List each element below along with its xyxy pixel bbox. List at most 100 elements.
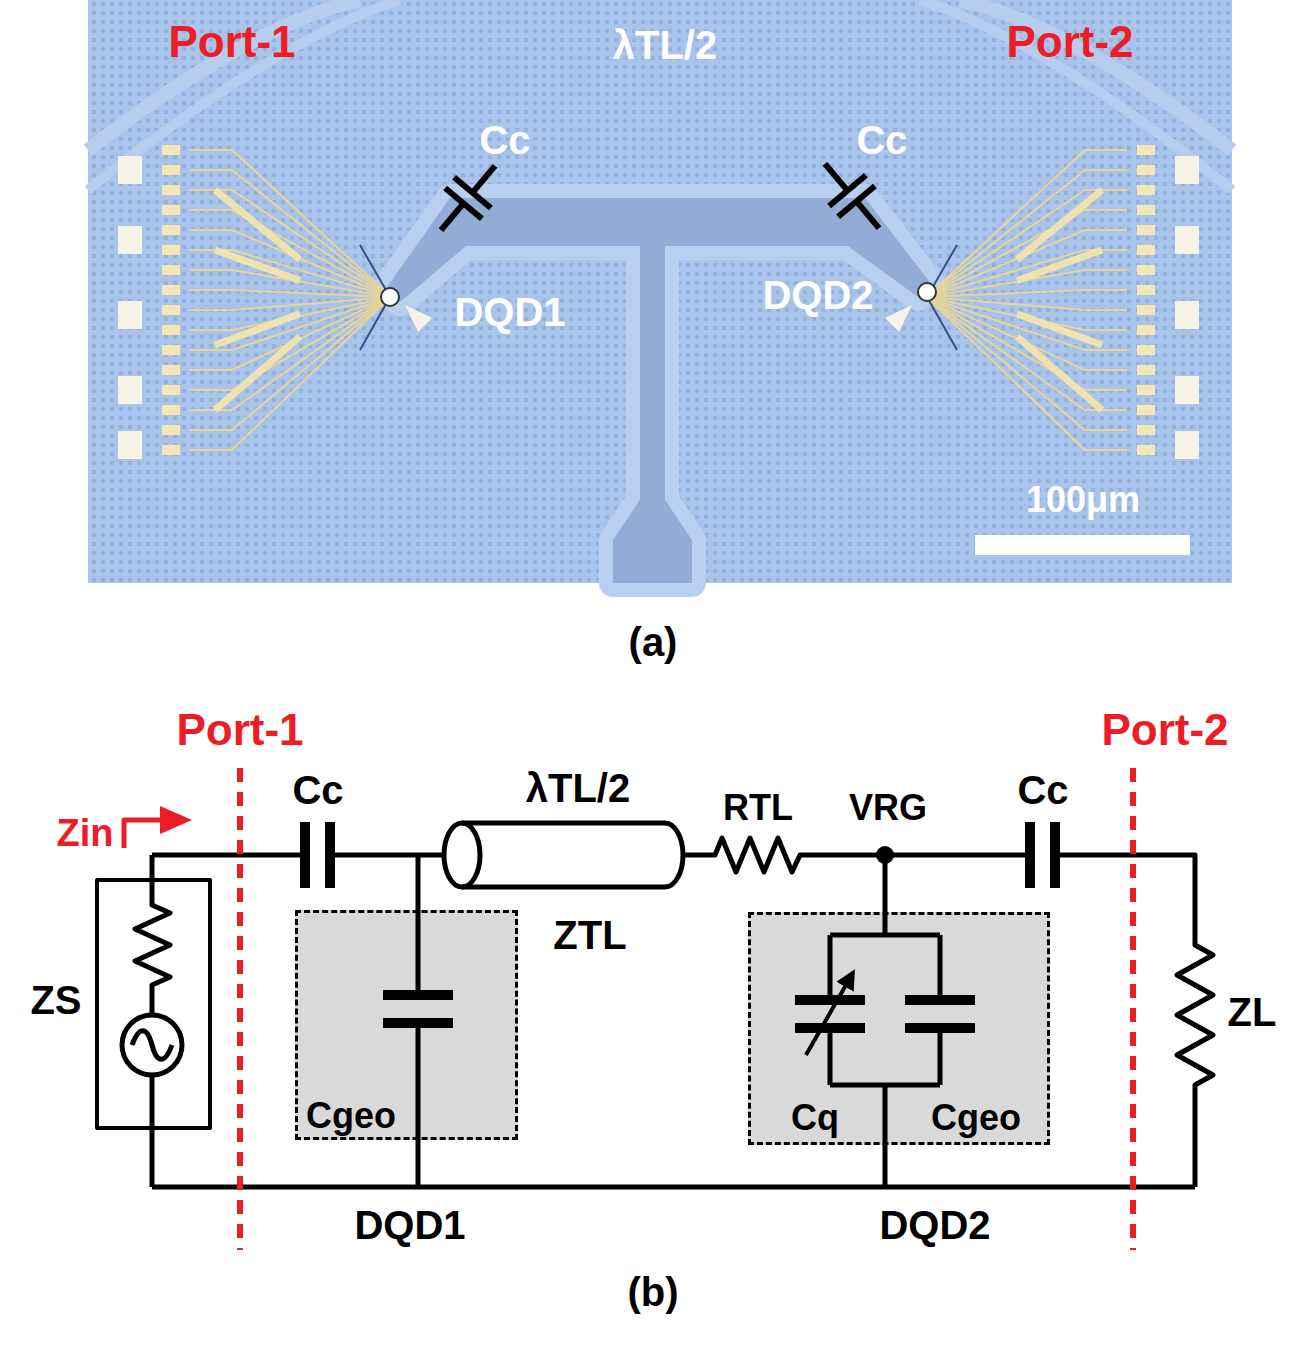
gate-trace <box>931 302 1127 450</box>
bond-pad <box>1137 205 1155 215</box>
scale-bar-label: 100μm <box>1026 480 1140 520</box>
resistor-label: RTL <box>723 788 793 828</box>
port-label: Port-1 <box>176 706 303 754</box>
gate-trace <box>931 250 1127 296</box>
contact-pad <box>1175 376 1199 404</box>
gate-lead <box>1017 337 1102 410</box>
device-label: DQD1 <box>454 290 565 334</box>
bond-pad <box>1137 365 1155 375</box>
gate-lead <box>215 190 300 260</box>
gate-trace <box>931 150 1127 293</box>
component-label: Cgeo <box>931 1098 1021 1138</box>
bond-pad <box>162 325 180 335</box>
bond-pad <box>162 385 180 395</box>
gate-trace <box>931 290 1127 297</box>
contact-pad <box>1175 431 1199 459</box>
bond-pad <box>1137 165 1155 175</box>
bond-pad <box>1137 265 1155 275</box>
bond-pad <box>162 205 180 215</box>
gate-trace <box>931 190 1127 294</box>
bond-pad <box>162 425 180 435</box>
gate-trace <box>190 290 386 297</box>
gate-trace <box>931 299 1127 350</box>
gate-trace <box>190 250 386 296</box>
gate-trace <box>190 301 386 430</box>
bond-pad <box>162 445 180 455</box>
bond-pad <box>162 365 180 375</box>
port-label: Port-2 <box>1006 18 1133 66</box>
resonator-label: λTL/2 <box>613 23 717 67</box>
gate-trace <box>190 170 386 293</box>
contact-pad <box>118 301 142 329</box>
gate-wedge <box>405 305 432 332</box>
gate-trace <box>190 302 386 450</box>
gate-trace <box>190 230 386 295</box>
contact-pad <box>118 226 142 254</box>
impedance-label: ZS <box>30 978 81 1022</box>
impedance-label: ZL <box>1228 990 1277 1034</box>
bond-pad <box>1137 185 1155 195</box>
capacitor-label: Cc <box>292 768 343 812</box>
impedance-label: Zin <box>57 813 114 855</box>
dashed-device-box: Cgeo <box>295 910 518 1140</box>
bond-pad <box>1137 145 1155 155</box>
bond-pad <box>162 405 180 415</box>
micrograph <box>88 0 1232 583</box>
device-label: DQD2 <box>879 1203 990 1247</box>
contact-pad <box>1175 301 1199 329</box>
gate-lead <box>215 250 300 281</box>
component-label: Cq <box>791 1098 839 1138</box>
resonator-label: λTL/2 <box>526 766 630 810</box>
circuit-schematic <box>97 768 1213 1250</box>
bond-pad <box>1137 425 1155 435</box>
bond-pad <box>162 165 180 175</box>
bond-pad <box>1137 405 1155 415</box>
bond-pad <box>162 145 180 155</box>
contact-pad <box>1175 226 1199 254</box>
node-voltage-label: VRG <box>849 788 927 828</box>
bond-pad <box>1137 245 1155 255</box>
gate-trace <box>931 300 1127 410</box>
gate-trace <box>931 301 1127 430</box>
bond-pad <box>1137 225 1155 235</box>
bond-pad <box>1137 385 1155 395</box>
gate-lead <box>1017 314 1102 345</box>
port-label: Port-2 <box>1101 706 1228 754</box>
contact-pad <box>118 376 142 404</box>
bond-pad <box>162 185 180 195</box>
dashed-device-box: Cq Cgeo <box>748 912 1050 1145</box>
gate-lead <box>1017 250 1102 281</box>
device-label: DQD1 <box>354 1203 465 1247</box>
device-label: DQD2 <box>762 273 873 317</box>
capacitor-label: Cc <box>856 118 907 162</box>
bond-pad <box>1137 305 1155 315</box>
bond-pad <box>162 265 180 275</box>
contact-pad <box>118 431 142 459</box>
bond-pad <box>162 225 180 235</box>
gate-trace <box>931 299 1127 370</box>
bond-pad <box>1137 325 1155 335</box>
gate-trace <box>190 190 386 294</box>
gate-trace <box>190 299 386 350</box>
bond-pad <box>1137 445 1155 455</box>
gate-trace <box>190 299 386 370</box>
gate-lead <box>215 314 300 345</box>
panel-label: (b) <box>627 1270 678 1314</box>
contact-pad <box>1175 156 1199 184</box>
gate-trace <box>190 300 386 410</box>
port-label: Port-1 <box>168 18 295 66</box>
capacitor-label: Cc <box>479 118 530 162</box>
impedance-label: ZTL <box>553 913 626 957</box>
contact-pad <box>118 156 142 184</box>
gate-trace <box>190 150 386 293</box>
gate-lead <box>215 337 300 410</box>
bond-pad <box>162 285 180 295</box>
bond-pad <box>1137 345 1155 355</box>
bond-pad <box>1137 285 1155 295</box>
bond-pad <box>162 245 180 255</box>
component-label: Cgeo <box>306 1096 396 1136</box>
bond-pad <box>162 305 180 315</box>
capacitor-label: Cc <box>1017 768 1068 812</box>
